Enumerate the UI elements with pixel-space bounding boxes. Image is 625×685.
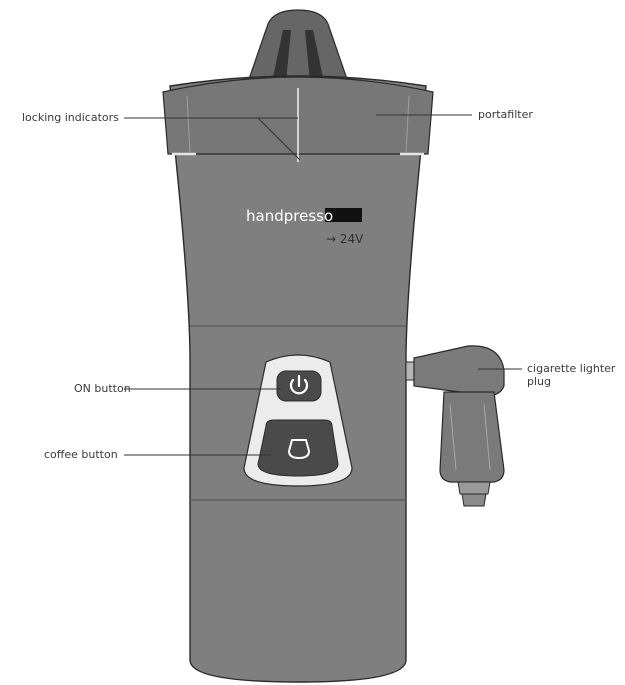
cigarette-lighter-plug — [405, 345, 505, 507]
voltage-text: → 24V — [326, 232, 364, 246]
cup-icon — [288, 439, 310, 459]
label-locking-indicators: locking indicators — [22, 111, 119, 124]
label-cigarette-lighter: cigarette lighter — [527, 362, 616, 375]
label-coffee-button: coffee button — [44, 448, 118, 461]
locking-indicator-marks — [172, 88, 424, 162]
brand-logo-block — [325, 208, 362, 222]
power-icon — [289, 374, 309, 395]
label-portafilter: portafilter — [478, 108, 533, 121]
label-on-button: ON button — [74, 382, 131, 395]
leader-lines — [124, 114, 522, 456]
coffee-button[interactable] — [257, 419, 339, 477]
label-cigarette-plug: plug — [527, 375, 551, 388]
brand-text: handpresso — [246, 207, 334, 225]
top-vent — [247, 9, 349, 83]
on-button[interactable] — [276, 370, 322, 402]
